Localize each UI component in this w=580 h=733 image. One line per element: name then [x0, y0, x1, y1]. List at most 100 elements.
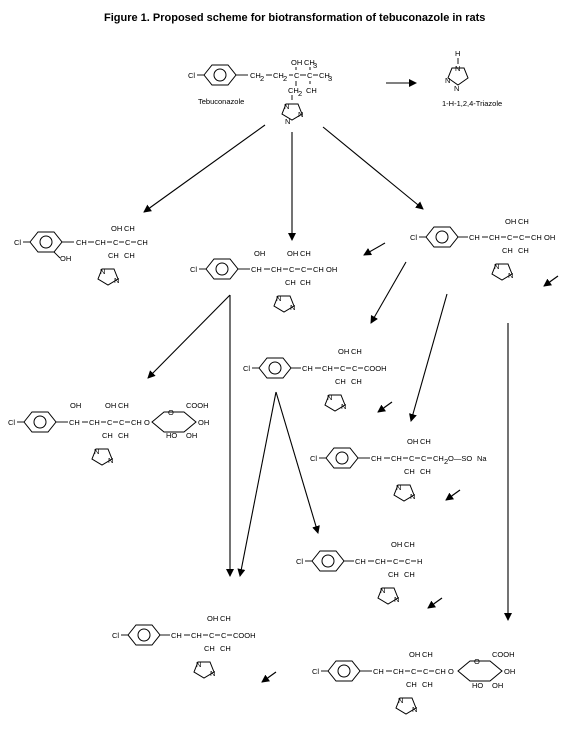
arrow-acid-to-bottom-acid [237, 391, 277, 577]
svg-text:CH: CH [304, 58, 315, 67]
svg-text:CH: CH [420, 467, 431, 476]
svg-text:C: C [352, 364, 358, 373]
svg-text:OH: OH [207, 614, 218, 623]
svg-text:C: C [405, 557, 411, 566]
svg-text:Cl: Cl [8, 418, 15, 427]
svg-text:3: 3 [313, 61, 317, 70]
svg-text:CH: CH [518, 246, 529, 255]
svg-text:CH: CH [302, 364, 313, 373]
svg-text:Cl: Cl [296, 557, 303, 566]
svg-text:CH: CH [271, 265, 282, 274]
svg-text:Cl: Cl [14, 238, 21, 247]
compound-diol-metabolite: Cl CH OH CH C C CH OH OH CH CH CH N N [190, 249, 337, 313]
svg-text:C: C [119, 418, 125, 427]
svg-text:OH: OH [70, 401, 81, 410]
svg-text:C: C [289, 265, 295, 274]
triazole-name: 1-H-1,2,4-Triazole [442, 99, 502, 108]
svg-text:CH: CH [355, 557, 366, 566]
svg-text:CH: CH [124, 251, 135, 260]
svg-text:N: N [455, 64, 460, 73]
svg-text:OH: OH [186, 431, 197, 440]
svg-text:OH: OH [544, 233, 555, 242]
svg-text:OH: OH [505, 217, 516, 226]
svg-text:OH: OH [492, 681, 503, 690]
svg-text:CH: CH [171, 631, 182, 640]
svg-text:N: N [285, 117, 290, 126]
svg-text:H: H [417, 557, 422, 566]
svg-text:O: O [448, 667, 454, 676]
pointer-arrows [261, 275, 559, 683]
svg-text:CH: CH [335, 377, 346, 386]
svg-text:C: C [507, 233, 513, 242]
arrow-to-alcohol [322, 126, 424, 210]
svg-text:C: C [294, 71, 300, 80]
svg-text:N: N [412, 705, 417, 714]
arrow-to-sulfate [409, 293, 448, 422]
svg-text:Cl: Cl [310, 454, 317, 463]
svg-text:CH: CH [422, 650, 433, 659]
svg-text:C: C [307, 71, 313, 80]
svg-text:C: C [340, 364, 346, 373]
svg-text:C: C [113, 238, 119, 247]
svg-text:CH: CH [69, 418, 80, 427]
svg-text:CH: CH [131, 418, 142, 427]
svg-text:CH: CH [371, 454, 382, 463]
compound-acid-metabolite: Cl CH CH C C COOH OH CH CH CH N N [243, 347, 387, 412]
svg-text:OH: OH [105, 401, 116, 410]
svg-text:CH: CH [191, 631, 202, 640]
svg-text:CH: CH [251, 265, 262, 274]
svg-text:OH: OH [287, 249, 298, 258]
svg-text:CH: CH [489, 233, 500, 242]
svg-text:OH: OH [111, 224, 122, 233]
svg-text:CH: CH [204, 644, 215, 653]
svg-text:N: N [410, 492, 415, 501]
svg-text:N: N [327, 393, 332, 402]
svg-text:CH: CH [118, 401, 129, 410]
svg-text:O: O [474, 657, 480, 666]
svg-text:Na: Na [477, 454, 487, 463]
svg-text:N: N [210, 669, 215, 678]
arrow-to-acid [370, 261, 407, 324]
svg-text:Cl: Cl [112, 631, 119, 640]
svg-text:CH: CH [89, 418, 100, 427]
svg-text:N: N [196, 660, 201, 669]
arrow-acid-to-alkane [275, 391, 320, 534]
svg-text:2: 2 [298, 89, 302, 98]
svg-text:CH: CH [137, 238, 148, 247]
svg-text:CH: CH [422, 680, 433, 689]
chlorine-label: Cl [188, 71, 195, 80]
svg-text:C: C [221, 631, 227, 640]
svg-text:C: C [409, 454, 415, 463]
svg-text:N: N [494, 262, 499, 271]
svg-text:N: N [94, 447, 99, 456]
svg-text:Cl: Cl [312, 667, 319, 676]
arrow-to-phenol [143, 124, 266, 213]
svg-text:C: C [411, 667, 417, 676]
svg-text:CH: CH [391, 454, 402, 463]
svg-text:CH: CH [351, 347, 362, 356]
svg-text:CH: CH [404, 467, 415, 476]
tebuconazole-name: Tebuconazole [198, 97, 244, 106]
svg-text:N: N [394, 595, 399, 604]
svg-text:COOH: COOH [492, 650, 515, 659]
svg-text:COOH: COOH [186, 401, 209, 410]
svg-text:CH: CH [108, 251, 119, 260]
svg-text:CH: CH [319, 71, 330, 80]
svg-text:CH: CH [502, 246, 513, 255]
svg-text:N: N [341, 402, 346, 411]
svg-text:C: C [519, 233, 525, 242]
svg-text:Cl: Cl [243, 364, 250, 373]
arrow-to-left-glucuronide [147, 294, 231, 379]
svg-text:CH: CH [433, 454, 444, 463]
svg-text:CH: CH [435, 667, 446, 676]
svg-text:CH: CH [285, 278, 296, 287]
svg-text:OH: OH [60, 254, 71, 263]
svg-text:CH: CH [388, 570, 399, 579]
svg-text:CH: CH [102, 431, 113, 440]
svg-text:O: O [168, 408, 174, 417]
reaction-arrows [143, 79, 512, 621]
svg-text:CH: CH [300, 249, 311, 258]
svg-text:2: 2 [260, 74, 264, 83]
svg-text:OH: OH [407, 437, 418, 446]
svg-text:CH: CH [288, 86, 299, 95]
